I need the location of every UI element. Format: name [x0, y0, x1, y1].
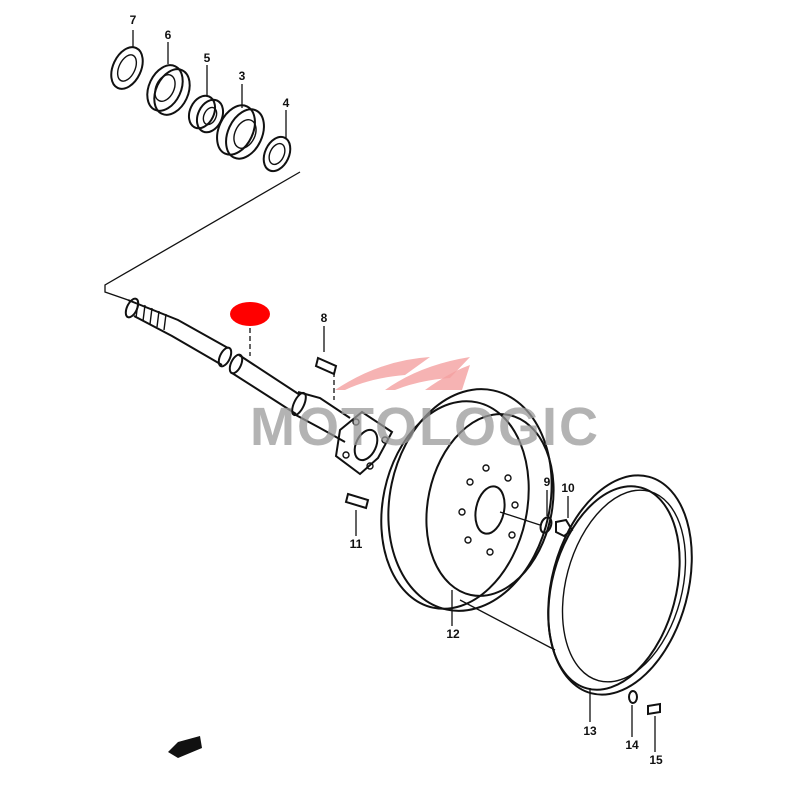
callout-5: 5	[204, 51, 211, 65]
callout-4: 4	[283, 96, 290, 110]
washer-14[interactable]	[628, 690, 638, 704]
callout-10: 10	[561, 481, 575, 495]
brake-ring-13[interactable]	[525, 459, 714, 711]
bearing-6[interactable]	[140, 59, 196, 120]
callout-11: 11	[350, 537, 363, 551]
front-direction-icon	[168, 736, 202, 758]
bolt-8[interactable]	[314, 356, 338, 400]
svg-text:MOTOLOGIC: MOTOLOGIC	[250, 397, 600, 457]
callout-13: 13	[583, 724, 597, 738]
callout-3: 3	[239, 69, 246, 83]
callout-7: 7	[130, 13, 137, 27]
watermark-logo: MOTOLOGIC	[250, 357, 600, 457]
callout-9: 9	[544, 475, 551, 489]
axle-shaft[interactable]	[123, 297, 351, 443]
bearing-3[interactable]	[210, 99, 272, 164]
bearing-5[interactable]	[184, 92, 228, 137]
flange[interactable]	[334, 410, 394, 476]
highlight-marker[interactable]	[230, 302, 270, 326]
washer-9[interactable]	[539, 516, 554, 534]
callout-15: 15	[649, 753, 663, 767]
callout-12: 12	[446, 627, 460, 641]
bolt-11[interactable]	[344, 492, 370, 536]
seal-7[interactable]	[105, 42, 149, 94]
bolt-15[interactable]	[647, 702, 661, 716]
callout-8: 8	[321, 311, 328, 325]
callout-6: 6	[165, 28, 172, 42]
callout-14: 14	[625, 738, 639, 752]
seal-4[interactable]	[259, 133, 296, 176]
